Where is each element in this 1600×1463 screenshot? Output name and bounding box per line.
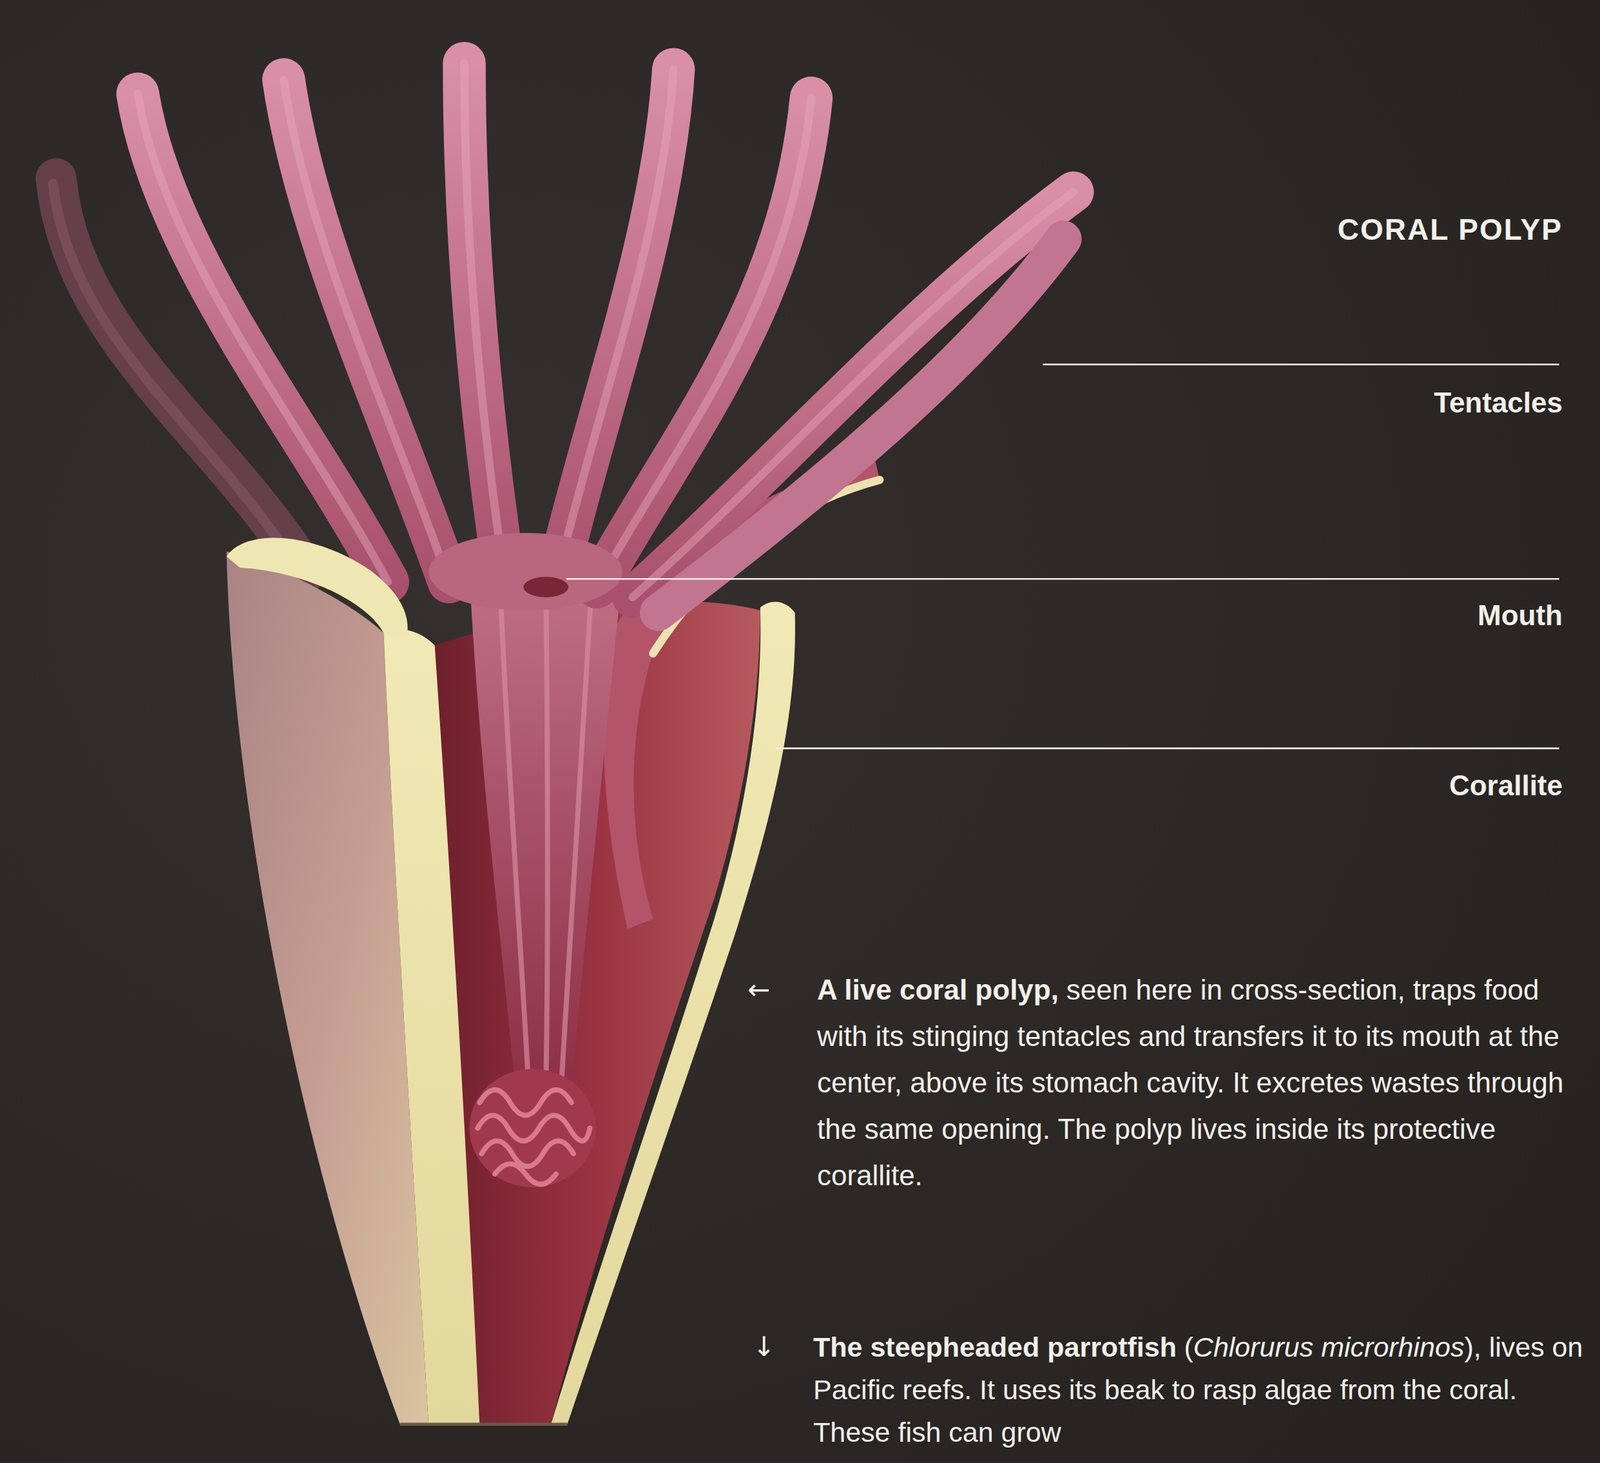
corallite-cut-wall [550,601,796,1425]
label-holder: Corallite [1449,767,1563,804]
caption-lead: A live coral polyp, [817,973,1059,1006]
tentacle [464,63,506,582]
leader-line [775,747,1559,750]
title-holder: CORAL POLYP [1337,210,1563,249]
pharynx [469,571,623,1093]
caption-text: seen here in cross-section, traps food w… [817,973,1564,1191]
corallite-cut-wall [383,628,480,1424]
caption-lead: The steepheaded parrotfish [813,1331,1177,1363]
label-holder: ← [747,966,771,1013]
filament-mass [469,1069,596,1188]
caption-paragraph: A live coral polyp,seen here in cross-se… [817,966,1591,1199]
diagram-title: CORAL POLYP [1337,212,1563,247]
pharynx-fold [561,581,593,1088]
mouth-opening [523,576,569,598]
part-label: Corallite [1449,769,1563,801]
pharynx-fold [500,581,529,1088]
oral-disc [428,532,623,611]
leader-lines [566,364,1560,749]
corallite-base [400,1422,568,1426]
part-label: Mouth [1477,599,1563,631]
leader-line [1042,363,1559,366]
pharynx-fold [545,581,548,1088]
tentacle-highlight [137,63,1074,597]
corallite-rim [226,537,408,639]
label-holder: ↓ [752,1325,776,1369]
label-holder: Mouth [1477,597,1563,634]
leader-line [566,578,1560,580]
caption-text: ( [1184,1331,1194,1363]
tentacle [657,239,1064,613]
tentacle-crown [137,63,1074,613]
caption-text: Chlorurus microrhinos [1193,1331,1465,1363]
label-holder: Tentacles [1433,384,1563,421]
pointer-arrow: ← [747,973,771,1006]
caption-paragraph: The steepheaded parrotfish(Chlorurus mic… [813,1325,1590,1454]
part-label: Tentacles [1433,386,1563,419]
pointer-arrow: ↓ [752,1330,776,1363]
filament-coils [477,1089,590,1185]
